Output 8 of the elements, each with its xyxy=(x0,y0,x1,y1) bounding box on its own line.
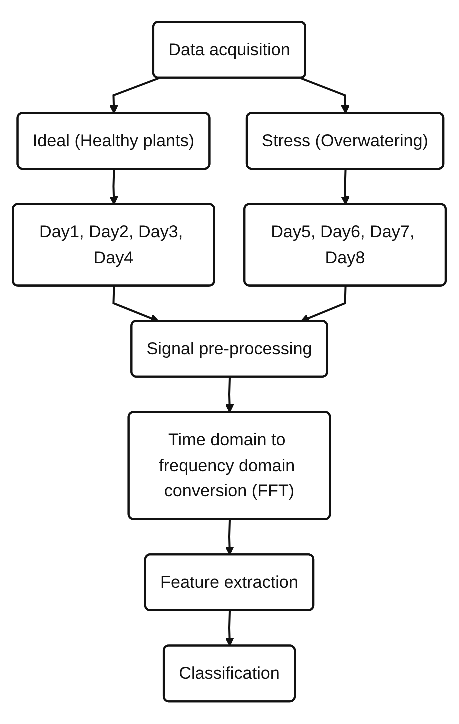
arrow xyxy=(110,170,118,206)
arrow xyxy=(300,78,350,114)
arrow xyxy=(225,611,234,647)
arrow xyxy=(110,78,160,114)
flowchart: Data acquisition Ideal (Healthy plants) Stress (Overwatering) Day1, Day2, Day3, Day4 Day5, Day6, Day7, Day8 Signal pre-processing Time domain to frequency domain conversion (FFT) Feature extraction Classification xyxy=(5,14,454,710)
arrow xyxy=(225,378,234,414)
arrow xyxy=(341,170,350,206)
arrow xyxy=(225,520,234,556)
